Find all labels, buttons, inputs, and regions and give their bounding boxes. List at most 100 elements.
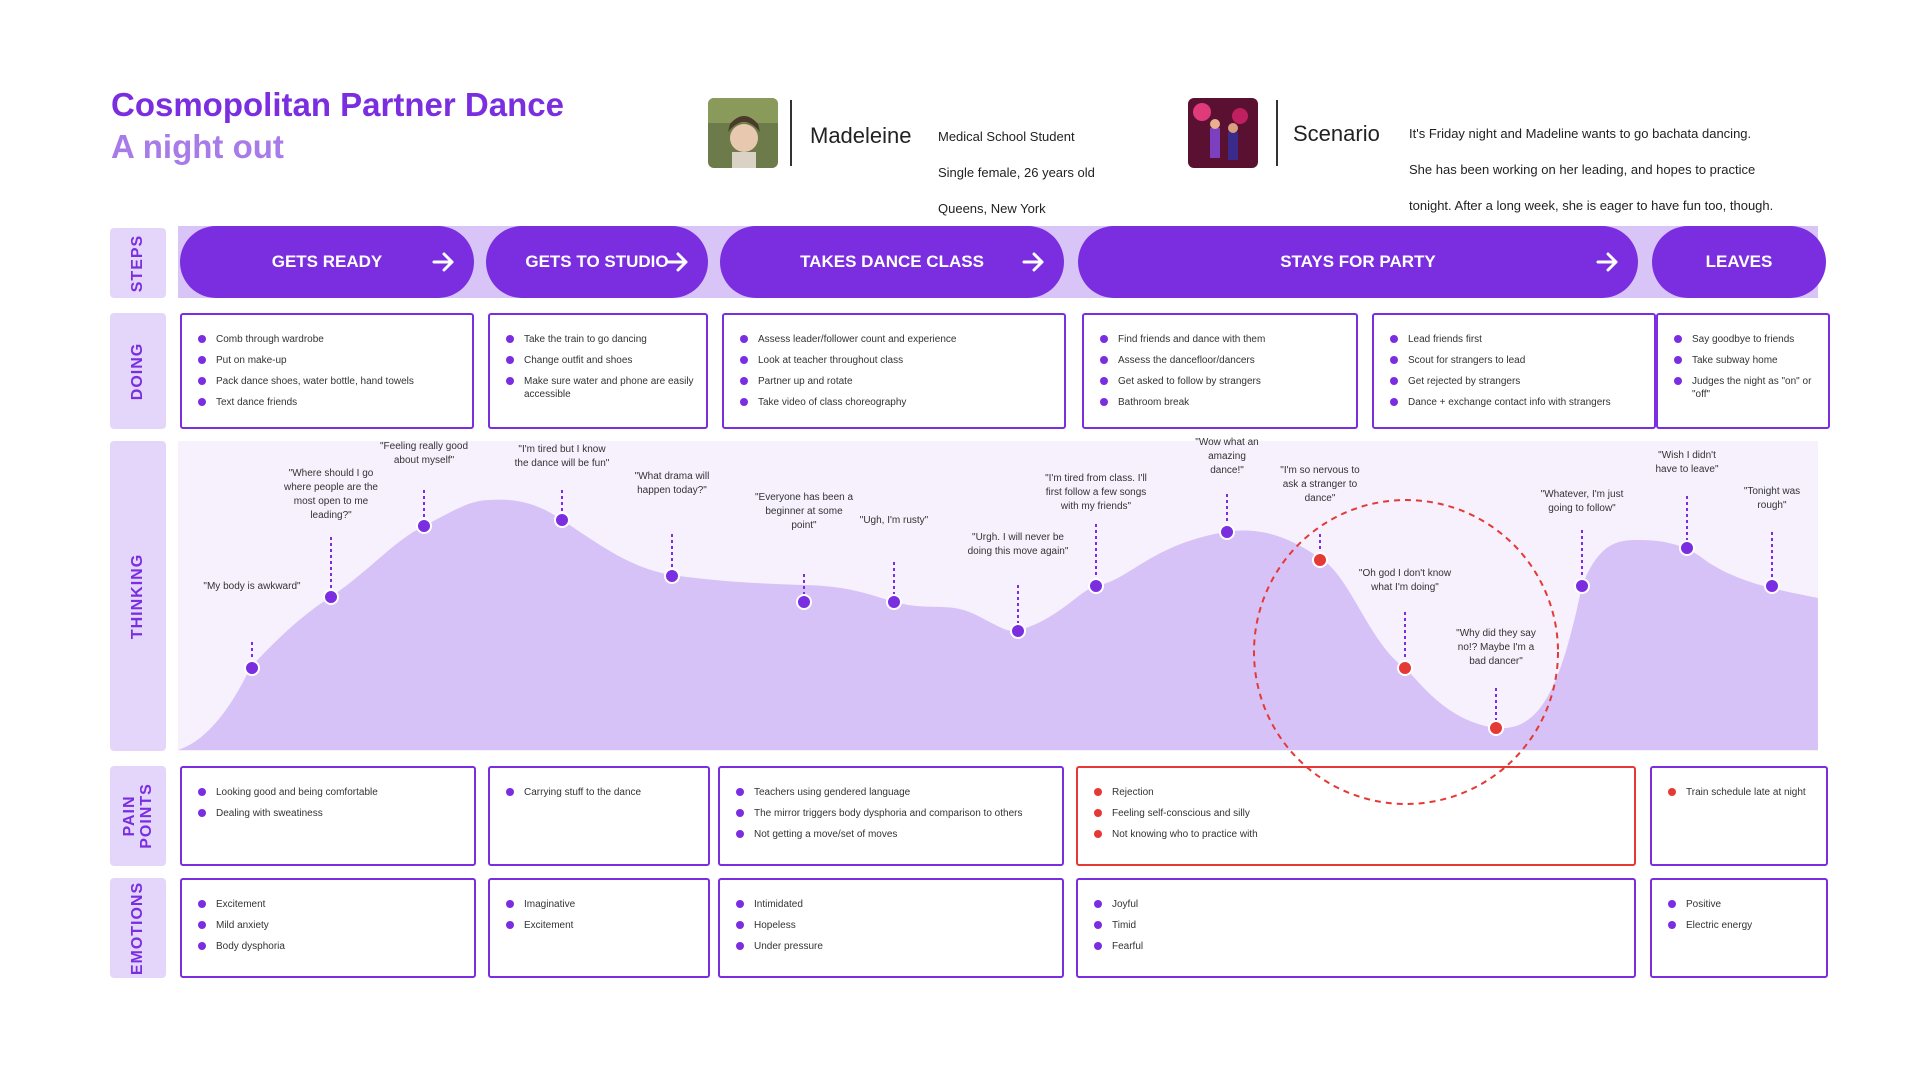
thought-quote-line: "Oh god I don't know [1359,568,1452,579]
thought-quote-line: first follow a few songs [1046,487,1147,498]
row-label-steps: STEPS [110,228,166,298]
thought-quote-line: "Why did they say [1456,628,1536,639]
doing-item: Lead friends first [1390,333,1644,346]
doing-item: Put on make-up [198,354,462,367]
persona-line: Queens, New York [938,201,1046,216]
step-label: STAYS FOR PARTY [1280,252,1436,271]
thought-quote-line: where people are the [283,482,378,493]
thought-quote-line: "I'm tired from class. I'll [1045,473,1147,484]
emotion-item: Fearful [1094,940,1624,953]
pain-point-item: Rejection [1094,786,1624,799]
doing-item: Dance + exchange contact info with stran… [1390,396,1644,409]
emotion-item: Body dysphoria [198,940,464,953]
scenario-label: Scenario [1293,121,1380,146]
thought-point [244,660,260,676]
emotion-item: Excitement [506,919,698,932]
thought-quote-line: "Wish I didn't [1658,450,1716,461]
pain-point-item: Feeling self-conscious and silly [1094,807,1624,820]
thought-quote-line: going to follow" [1548,503,1616,514]
doing-item: Say goodbye to friends [1674,333,1818,346]
arrow-right-icon [1596,252,1618,272]
thought-point [1397,660,1413,676]
thought-quote: "Ugh, I'm rusty" [860,515,929,526]
pain-point-item: Looking good and being comfortable [198,786,464,799]
thought-point [796,594,812,610]
doing-item: Get rejected by strangers [1390,375,1644,388]
doing-item: Partner up and rotate [740,375,1054,388]
emotion-item: Under pressure [736,940,1052,953]
emotion-item: Hopeless [736,919,1052,932]
scenario-image [1188,98,1258,168]
doing-item: Scout for strangers to lead [1390,354,1644,367]
thought-quote-line: leading?" [310,510,352,521]
thought-quote-line: "Ugh, I'm rusty" [860,515,929,526]
arrow-right-icon [666,252,688,272]
thought-point [323,589,339,605]
thought-point [1679,540,1695,556]
emotion-curve-area [178,499,1818,750]
step-label: GETS READY [271,252,383,271]
thought-point [886,594,902,610]
thought-quote-line: "Tonight was [1744,486,1800,497]
doing-item: Pack dance shoes, water bottle, hand tow… [198,375,462,388]
thought-quote-line: "Everyone has been a [755,492,854,503]
thought-quote: "Feeling really good about myself" [380,441,468,466]
thought-quote-line: about myself" [394,455,455,466]
doing-item: Take subway home [1674,354,1818,367]
pain-point-item: Train schedule late at night [1668,786,1816,799]
page-subtitle: A night out [111,128,284,165]
thought-quote-line: "Wow what an [1195,437,1258,448]
doing-item: Find friends and dance with them [1100,333,1346,346]
row-label-doing: DOING [110,313,166,429]
scenario-line: tonight. After a long week, she is eager… [1409,198,1774,213]
step-label: GETS TO STUDIO [525,252,669,271]
thought-quote-line: "I'm so nervous to [1280,465,1360,476]
pain-point-item: Not getting a move/set of moves [736,828,1052,841]
thought-quote-line: ask a stranger to [1283,479,1358,490]
thought-quote-line: "Feeling really good [380,441,468,452]
thought-quote: "My body is awkward" [203,581,301,592]
pain-point-list: Carrying stuff to the dance [506,786,698,799]
thought-point [1488,720,1504,736]
pain-point-item: Dealing with sweatiness [198,807,464,820]
thought-quote-line: the dance will be fun" [515,458,610,469]
thought-point [664,568,680,584]
thought-point [554,512,570,528]
step-leaves: LEAVES [1652,226,1826,298]
doing-item: Comb through wardrobe [198,333,462,346]
thought-quote-line: most open to me [294,496,369,507]
thought-quote-line: dance!" [1210,465,1244,476]
doing-item: Make sure water and phone are easily acc… [506,375,696,401]
thought-quote-line: beginner at some [765,506,843,517]
scenario-line: It's Friday night and Madeline wants to … [1409,126,1752,141]
arrow-right-icon [432,252,454,272]
thought-quote-line: bad dancer" [1469,656,1523,667]
thought-point [1010,623,1026,639]
thought-point [1088,578,1104,594]
emotion-item: Timid [1094,919,1624,932]
emotion-item: Excitement [198,898,464,911]
step-gets-ready: GETS READY [180,226,474,298]
